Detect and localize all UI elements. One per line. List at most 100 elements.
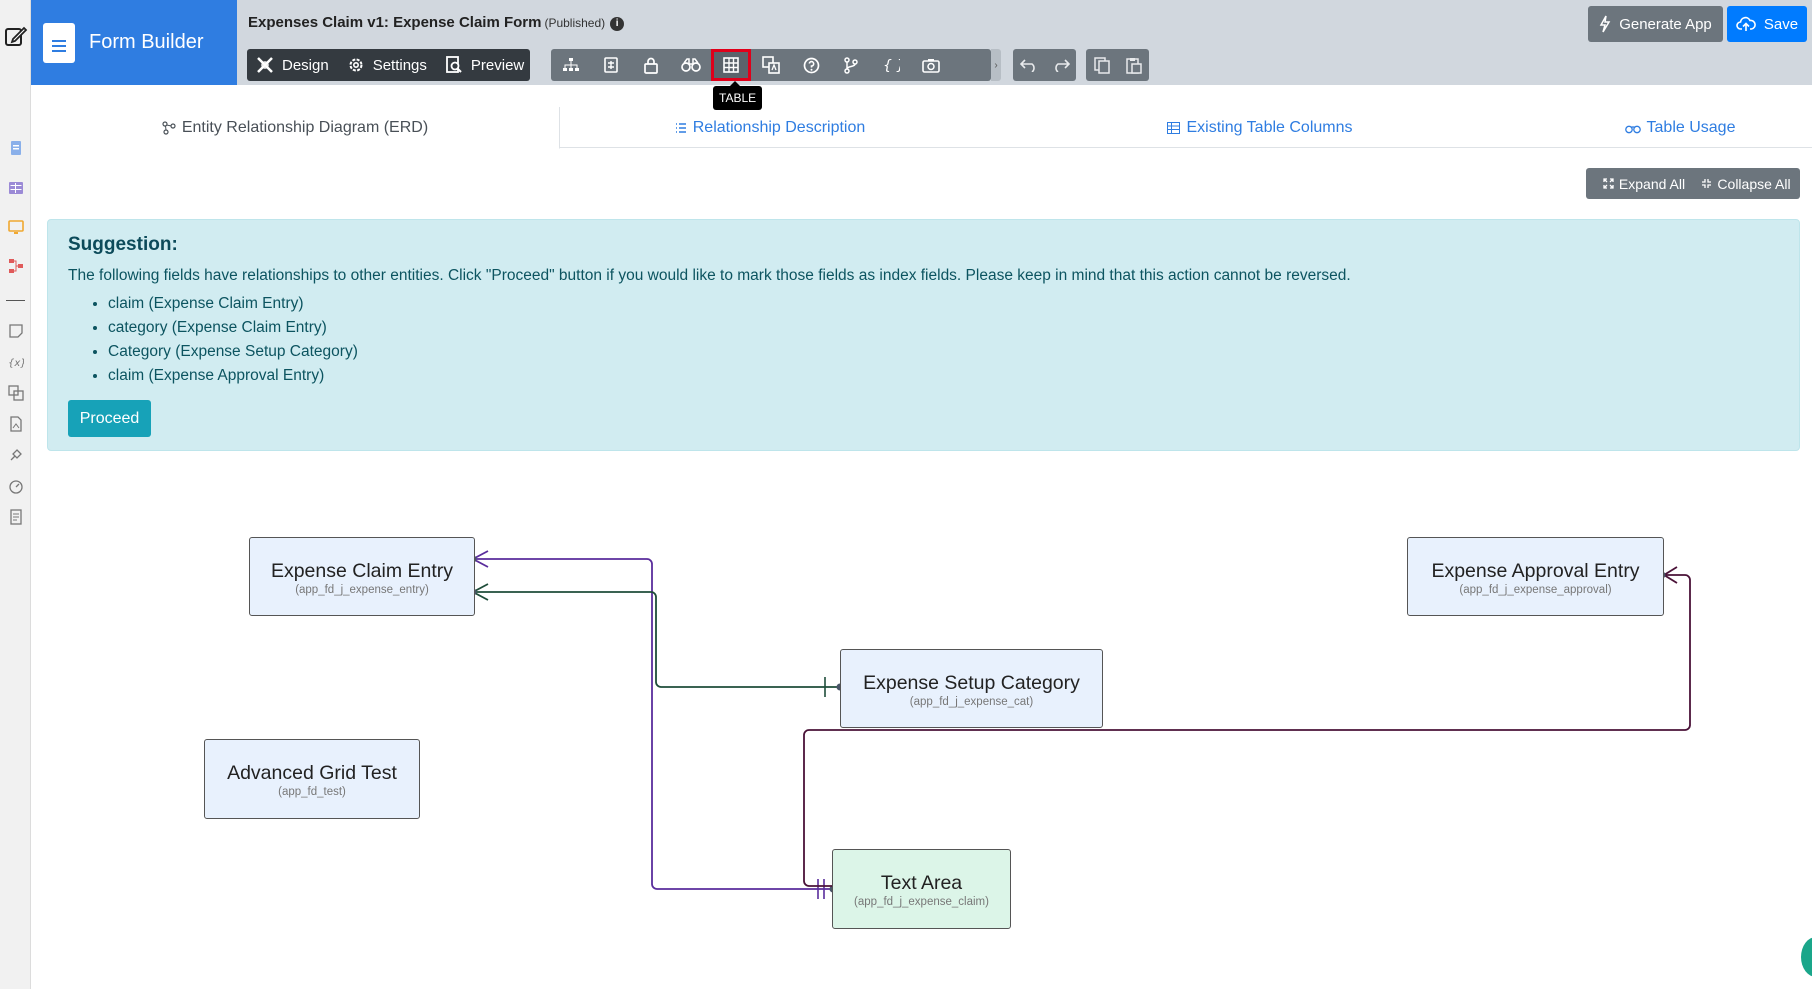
copy-button[interactable] bbox=[1086, 49, 1118, 81]
note-icon[interactable] bbox=[8, 323, 24, 339]
tab-table-usage-label: Table Usage bbox=[1646, 118, 1736, 136]
entity-table: (app_fd_j_expense_entry) bbox=[295, 584, 429, 596]
userview-icon[interactable] bbox=[8, 219, 24, 235]
redo-icon bbox=[1054, 59, 1070, 72]
tab-relationship-description[interactable]: Relationship Description bbox=[560, 107, 980, 148]
list-item: Category (Expense Setup Category) bbox=[108, 340, 358, 364]
lightning-icon bbox=[1599, 15, 1611, 33]
table-tooltip: TABLE bbox=[713, 81, 763, 110]
paste-button[interactable] bbox=[1118, 49, 1149, 81]
preview-label: Preview bbox=[470, 56, 525, 74]
branch-tool-button[interactable] bbox=[831, 49, 871, 81]
plugin-icon[interactable] bbox=[8, 447, 24, 463]
gear-icon bbox=[349, 58, 363, 72]
erd-icon bbox=[162, 120, 176, 135]
expand-all-button[interactable]: Expand All bbox=[1586, 168, 1702, 199]
entity-advanced-grid-test[interactable]: Advanced Grid Test (app_fd_test) bbox=[204, 739, 420, 819]
translate-tool-button[interactable] bbox=[751, 49, 791, 81]
entity-table: (app_fd_j_expense_cat) bbox=[909, 696, 1034, 708]
preview-button[interactable]: Preview bbox=[436, 49, 533, 81]
hierarchy-tool-button[interactable] bbox=[551, 49, 591, 81]
variable-icon[interactable]: {x} bbox=[8, 354, 24, 370]
preview-icon bbox=[446, 56, 462, 73]
app-title: Form Builder bbox=[89, 31, 204, 53]
lock-tool-button[interactable] bbox=[631, 49, 671, 81]
edit-icon[interactable] bbox=[4, 24, 28, 48]
entity-expense-approval-entry[interactable]: Expense Approval Entry (app_fd_j_expense… bbox=[1407, 537, 1664, 616]
suggestion-alert: Suggestion: The following fields have re… bbox=[47, 219, 1800, 451]
history-tools bbox=[1013, 49, 1076, 81]
tab-existing-table-columns[interactable]: Existing Table Columns bbox=[1120, 107, 1400, 148]
camera-icon bbox=[922, 58, 940, 73]
design-button[interactable]: Design bbox=[247, 49, 338, 81]
braces-tool-button[interactable]: { } bbox=[871, 49, 911, 81]
entity-text-area[interactable]: Text Area (app_fd_j_expense_claim) bbox=[832, 849, 1011, 929]
compress-icon bbox=[1702, 179, 1712, 188]
tab-table-usage[interactable]: Table Usage bbox=[1560, 107, 1800, 148]
relationship-line-approval bbox=[803, 574, 1691, 887]
suggestion-message: The following fields have relationships … bbox=[68, 267, 1351, 284]
settings-button[interactable]: Settings bbox=[338, 49, 436, 81]
relationship-line-category bbox=[473, 591, 840, 688]
entity-expense-setup-category[interactable]: Expense Setup Category (app_fd_j_expense… bbox=[840, 649, 1103, 728]
resource-icon[interactable] bbox=[8, 416, 24, 432]
settings-label: Settings bbox=[372, 56, 427, 74]
redo-button[interactable] bbox=[1045, 49, 1076, 81]
entity-name: Expense Approval Entry bbox=[1431, 560, 1640, 582]
generate-app-button[interactable]: Generate App bbox=[1588, 6, 1723, 42]
help-tool-button[interactable] bbox=[791, 49, 831, 81]
clipboard-tools bbox=[1086, 49, 1149, 81]
log-icon[interactable] bbox=[8, 509, 24, 525]
translate-icon[interactable] bbox=[8, 385, 24, 401]
translate-icon bbox=[762, 56, 780, 74]
entity-name: Expense Claim Entry bbox=[270, 560, 454, 582]
list-check-tool-button[interactable] bbox=[591, 49, 631, 81]
form-page-icon[interactable] bbox=[8, 140, 24, 156]
table-icon bbox=[723, 57, 739, 73]
tab-existing-table-columns-label: Existing Table Columns bbox=[1186, 118, 1353, 136]
undo-icon bbox=[1020, 59, 1035, 72]
paste-icon bbox=[1125, 57, 1142, 74]
tab-erd[interactable]: Entity Relationship Diagram (ERD) bbox=[31, 107, 560, 149]
undo-button[interactable] bbox=[1013, 49, 1045, 81]
camera-tool-button[interactable] bbox=[911, 49, 951, 81]
mode-toolbar: Design Settings Preview bbox=[247, 49, 530, 81]
design-icon bbox=[257, 57, 273, 73]
builder-tools: { } › bbox=[551, 49, 1001, 81]
binoculars-icon bbox=[1624, 125, 1641, 133]
info-icon[interactable]: i bbox=[610, 17, 625, 31]
one-marker-text-area-icon bbox=[817, 879, 825, 899]
process-icon[interactable] bbox=[8, 258, 24, 274]
binoculars-icon bbox=[681, 58, 701, 72]
toolbar-scroll-chevron-icon[interactable]: › bbox=[991, 49, 1001, 81]
chat-launcher-icon[interactable] bbox=[1801, 937, 1812, 977]
entity-name: Expense Setup Category bbox=[863, 672, 1080, 694]
crowfoot-category-icon bbox=[471, 583, 489, 601]
design-label: Design bbox=[282, 56, 329, 74]
proceed-button[interactable]: Proceed bbox=[68, 400, 151, 437]
list-item: claim (Expense Claim Entry) bbox=[108, 292, 358, 316]
form-status: (Published) bbox=[544, 16, 606, 30]
save-button[interactable]: Save bbox=[1727, 6, 1807, 42]
svg-text:{x}: {x} bbox=[8, 358, 24, 369]
binoculars-tool-button[interactable] bbox=[671, 49, 711, 81]
crowfoot-approval-icon bbox=[1662, 566, 1678, 584]
list-item: category (Expense Claim Entry) bbox=[108, 316, 358, 340]
tab-erd-label: Entity Relationship Diagram (ERD) bbox=[181, 118, 429, 136]
expand-icon bbox=[1603, 178, 1614, 189]
help-icon bbox=[803, 57, 819, 73]
list-item: claim (Expense Approval Entry) bbox=[108, 364, 358, 388]
datalist-icon[interactable] bbox=[8, 180, 24, 196]
suggestion-title: Suggestion: bbox=[68, 234, 178, 255]
brand[interactable]: Form Builder bbox=[31, 0, 237, 85]
tab-relationship-description-label: Relationship Description bbox=[692, 118, 866, 136]
table-tool-button[interactable] bbox=[711, 49, 751, 81]
crowfoot-claim-icon bbox=[471, 550, 489, 568]
performance-icon[interactable] bbox=[8, 478, 24, 494]
entity-table: (app_fd_test) bbox=[278, 786, 346, 798]
lock-icon bbox=[644, 57, 658, 74]
copy-icon bbox=[1094, 56, 1110, 74]
collapse-all-button[interactable]: Collapse All bbox=[1692, 168, 1800, 199]
svg-text:{ }: { } bbox=[883, 58, 900, 73]
entity-expense-claim-entry[interactable]: Expense Claim Entry (app_fd_j_expense_en… bbox=[249, 537, 475, 616]
